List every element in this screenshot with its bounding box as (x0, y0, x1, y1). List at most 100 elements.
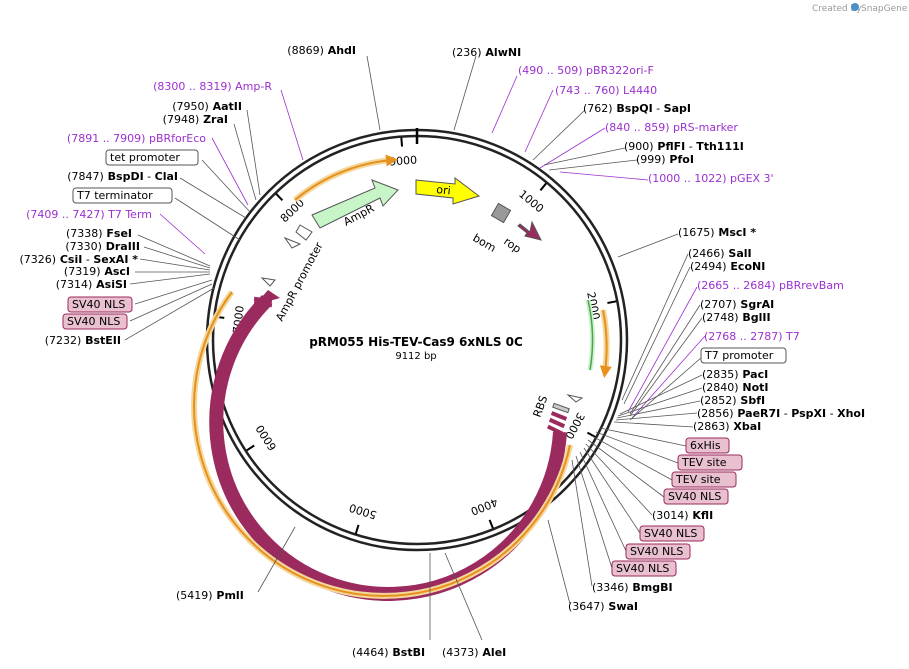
bom-feature[interactable] (490, 202, 512, 224)
left-label[interactable]: (8300 .. 8319) Amp-R (153, 80, 272, 93)
label-separator: - (82, 253, 93, 266)
tick-5000 (354, 524, 360, 534)
label-name: AlwNI (482, 46, 522, 59)
label-name: PacI (739, 368, 769, 381)
right-label[interactable]: (900) PflFI - Tth111I (624, 140, 744, 153)
label-text: (2835) PacI (702, 368, 768, 381)
right-label[interactable]: T7 promoter (700, 347, 787, 364)
right-label[interactable]: (2748) BglII (702, 311, 771, 324)
label-box (67, 296, 133, 313)
rop-feature[interactable] (517, 220, 542, 241)
right-label[interactable]: (2466) SalI (688, 247, 752, 260)
left-label[interactable]: SV40 NLS (67, 296, 133, 313)
ampr-feature[interactable] (311, 179, 399, 229)
bottom-label[interactable]: (4373) AleI (442, 646, 506, 659)
label-pos: (1675) (678, 226, 715, 239)
feature-name: SV40 NLS (72, 298, 125, 311)
left-label[interactable]: T7 terminator (72, 187, 173, 204)
right-label[interactable]: 6xHis (685, 437, 730, 454)
label-name: SbfI (737, 394, 766, 407)
right-label[interactable]: (2852) SbfI (700, 394, 765, 407)
label-text: (7891 .. 7909) pBRforEco (67, 132, 206, 145)
label-pos: (7326) (19, 253, 56, 266)
label-pos: (7409 .. 7427) (26, 208, 105, 221)
right-label[interactable]: (2856) PaeR7I - PspXI - XhoI (697, 407, 865, 420)
cas9-feature[interactable] (209, 295, 567, 601)
label-text: (8300 .. 8319) Amp-R (153, 80, 272, 93)
right-label[interactable]: TEV site (671, 471, 737, 488)
right-label[interactable]: (3014) KflI (652, 509, 713, 522)
label-name: PfoI (666, 153, 694, 166)
right-label[interactable]: (490 .. 509) pBR322ori-F (518, 64, 654, 77)
label-text: (7319) AscI (64, 265, 130, 278)
label-text: (7948) ZraI (163, 113, 228, 126)
right-label[interactable]: (236) AlwNI (452, 46, 521, 59)
label-text: (7314) AsiSI (56, 278, 127, 291)
right-label[interactable]: (2840) NotI (702, 381, 769, 394)
right-label[interactable]: SV40 NLS (663, 488, 729, 505)
label-text: (3346) BmgBI (592, 581, 673, 594)
bottom-label[interactable]: (5419) PmlI (176, 589, 244, 602)
left-label[interactable]: (8869) AhdI (287, 44, 356, 57)
right-label[interactable]: (1675) MscI * (678, 226, 756, 239)
label-name: BstEII (81, 334, 121, 347)
left-label[interactable]: (7338) FseI (66, 227, 132, 240)
label-name: T7 Term (105, 208, 152, 221)
left-label[interactable]: (7232) BstEII (45, 334, 121, 347)
left-label[interactable]: (7847) BspDI - ClaI (67, 170, 178, 183)
label-name: AsiSI (92, 278, 127, 291)
right-label[interactable]: (2835) PacI (702, 368, 768, 381)
right-label[interactable]: (2665 .. 2684) pBRrevBam (697, 279, 844, 292)
right-label[interactable]: (743 .. 760) L4440 (555, 84, 657, 97)
label-name: CsiI (56, 253, 82, 266)
right-label[interactable]: (2494) EcoNI (690, 260, 765, 273)
label-pos: (3346) (592, 581, 629, 594)
label-name: AscI (100, 265, 130, 278)
label-text: (7232) BstEII (45, 334, 121, 347)
label-pos: (3014) (652, 509, 689, 522)
label-pos: (4373) (442, 646, 479, 659)
plasmid-size: 9112 bp (395, 351, 436, 362)
tick-label-4000: 4000 (469, 495, 500, 518)
right-label[interactable]: (2863) XbaI (693, 420, 761, 433)
right-label[interactable]: (762) BspQI - SapI (583, 102, 691, 115)
left-label[interactable]: (7319) AscI (64, 265, 130, 278)
right-label[interactable]: (840 .. 859) pRS-marker (605, 121, 738, 134)
bottom-label[interactable]: (4464) BstBI (352, 646, 425, 659)
right-label[interactable]: (1000 .. 1022) pGEX 3' (648, 172, 774, 185)
rbs-label: RBS (531, 394, 551, 419)
right-label[interactable]: SV40 NLS (625, 543, 691, 560)
right-label[interactable]: SV40 NLS (639, 525, 705, 542)
label-pos: (2840) (702, 381, 739, 394)
label-name: pRS-marker (670, 121, 739, 134)
label-name: T7 (783, 330, 800, 343)
label-text: (7409 .. 7427) T7 Term (26, 208, 152, 221)
ampr-promoter-feature[interactable] (295, 224, 313, 241)
right-label[interactable]: (3346) BmgBI (592, 581, 673, 594)
label-box (625, 543, 691, 560)
label-name2: Tth111I (696, 140, 744, 153)
left-label[interactable]: (7948) ZraI (163, 113, 228, 126)
left-label[interactable]: (7409 .. 7427) T7 Term (26, 208, 152, 221)
left-label[interactable]: (7330) DraIII (65, 240, 140, 253)
right-label[interactable]: (3647) SwaI (568, 600, 638, 613)
right-label[interactable]: (999) PfoI (636, 153, 694, 166)
left-label[interactable]: (7891 .. 7909) pBRforEco (67, 132, 206, 145)
left-label[interactable]: tet promoter (105, 149, 199, 166)
label-text: (743 .. 760) L4440 (555, 84, 657, 97)
left-label[interactable]: SV40 NLS (62, 313, 128, 330)
ori-feature[interactable] (415, 177, 481, 205)
label-text: (7338) FseI (66, 227, 132, 240)
left-label[interactable]: (7314) AsiSI (56, 278, 127, 291)
feature-name: SV40 NLS (668, 490, 721, 503)
left-label[interactable]: (7950) AatII (172, 100, 242, 113)
label-name: NotI (739, 381, 769, 394)
right-label[interactable]: TEV site (677, 454, 743, 471)
left-label[interactable]: (7326) CsiI - SexAI * (19, 253, 138, 266)
feature-name: TEV site (681, 456, 727, 469)
right-label[interactable]: (2707) SgrAI (700, 298, 774, 311)
right-label[interactable]: (2768 .. 2787) T7 (704, 330, 800, 343)
right-label[interactable]: SV40 NLS (611, 560, 677, 577)
label-box (685, 437, 730, 454)
